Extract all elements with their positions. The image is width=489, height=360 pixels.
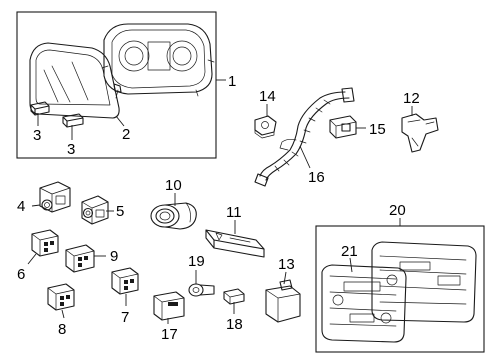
callout-19: 19 xyxy=(188,253,205,270)
switch-block-part xyxy=(153,291,185,321)
callout-2: 2 xyxy=(122,126,130,143)
switch-part-4 xyxy=(39,181,71,213)
callout-8: 8 xyxy=(58,321,66,338)
knob-part xyxy=(150,202,197,230)
climate-control-panel-part xyxy=(321,241,477,343)
callout-14: 14 xyxy=(259,88,276,105)
meter-assembly-part xyxy=(29,23,215,119)
callout-17: 17 xyxy=(161,326,178,343)
callout-labels: 1 2 3 3 4 5 6 7 8 9 10 11 12 13 14 15 16… xyxy=(17,73,420,343)
callout-7: 7 xyxy=(121,309,129,326)
callout-13: 13 xyxy=(278,256,295,273)
switch-part-8 xyxy=(47,283,75,311)
callout-5: 5 xyxy=(116,203,124,220)
callout-12: 12 xyxy=(403,90,420,107)
callout-21: 21 xyxy=(341,243,358,260)
callout-6: 6 xyxy=(17,266,25,283)
bracket-part xyxy=(401,113,439,153)
switch-part-6 xyxy=(31,229,59,257)
callout-10: 10 xyxy=(165,177,182,194)
small-clip-part xyxy=(223,288,245,305)
sensor-connector-part xyxy=(329,115,357,139)
callout-16: 16 xyxy=(308,169,325,186)
plug-part xyxy=(188,283,215,297)
callout-1: 1 xyxy=(228,73,236,90)
callout-4: 4 xyxy=(17,198,25,215)
callout-15: 15 xyxy=(369,121,386,138)
callout-3a: 3 xyxy=(33,127,41,144)
switch-part-9 xyxy=(65,244,95,273)
clip-part-left xyxy=(30,101,50,116)
retainer-part xyxy=(254,115,277,139)
label-plate-part xyxy=(205,229,265,258)
callout-3b: 3 xyxy=(67,141,75,158)
meter-group-frame xyxy=(16,11,217,159)
leader-lines xyxy=(27,79,413,324)
module-part xyxy=(265,279,301,323)
callout-18: 18 xyxy=(226,316,243,333)
switch-part-7 xyxy=(111,267,139,295)
callout-20: 20 xyxy=(389,202,406,219)
switch-part-5 xyxy=(81,195,109,225)
wire-harness-part xyxy=(254,87,355,187)
callout-9: 9 xyxy=(110,248,118,265)
callout-11: 11 xyxy=(226,204,242,221)
